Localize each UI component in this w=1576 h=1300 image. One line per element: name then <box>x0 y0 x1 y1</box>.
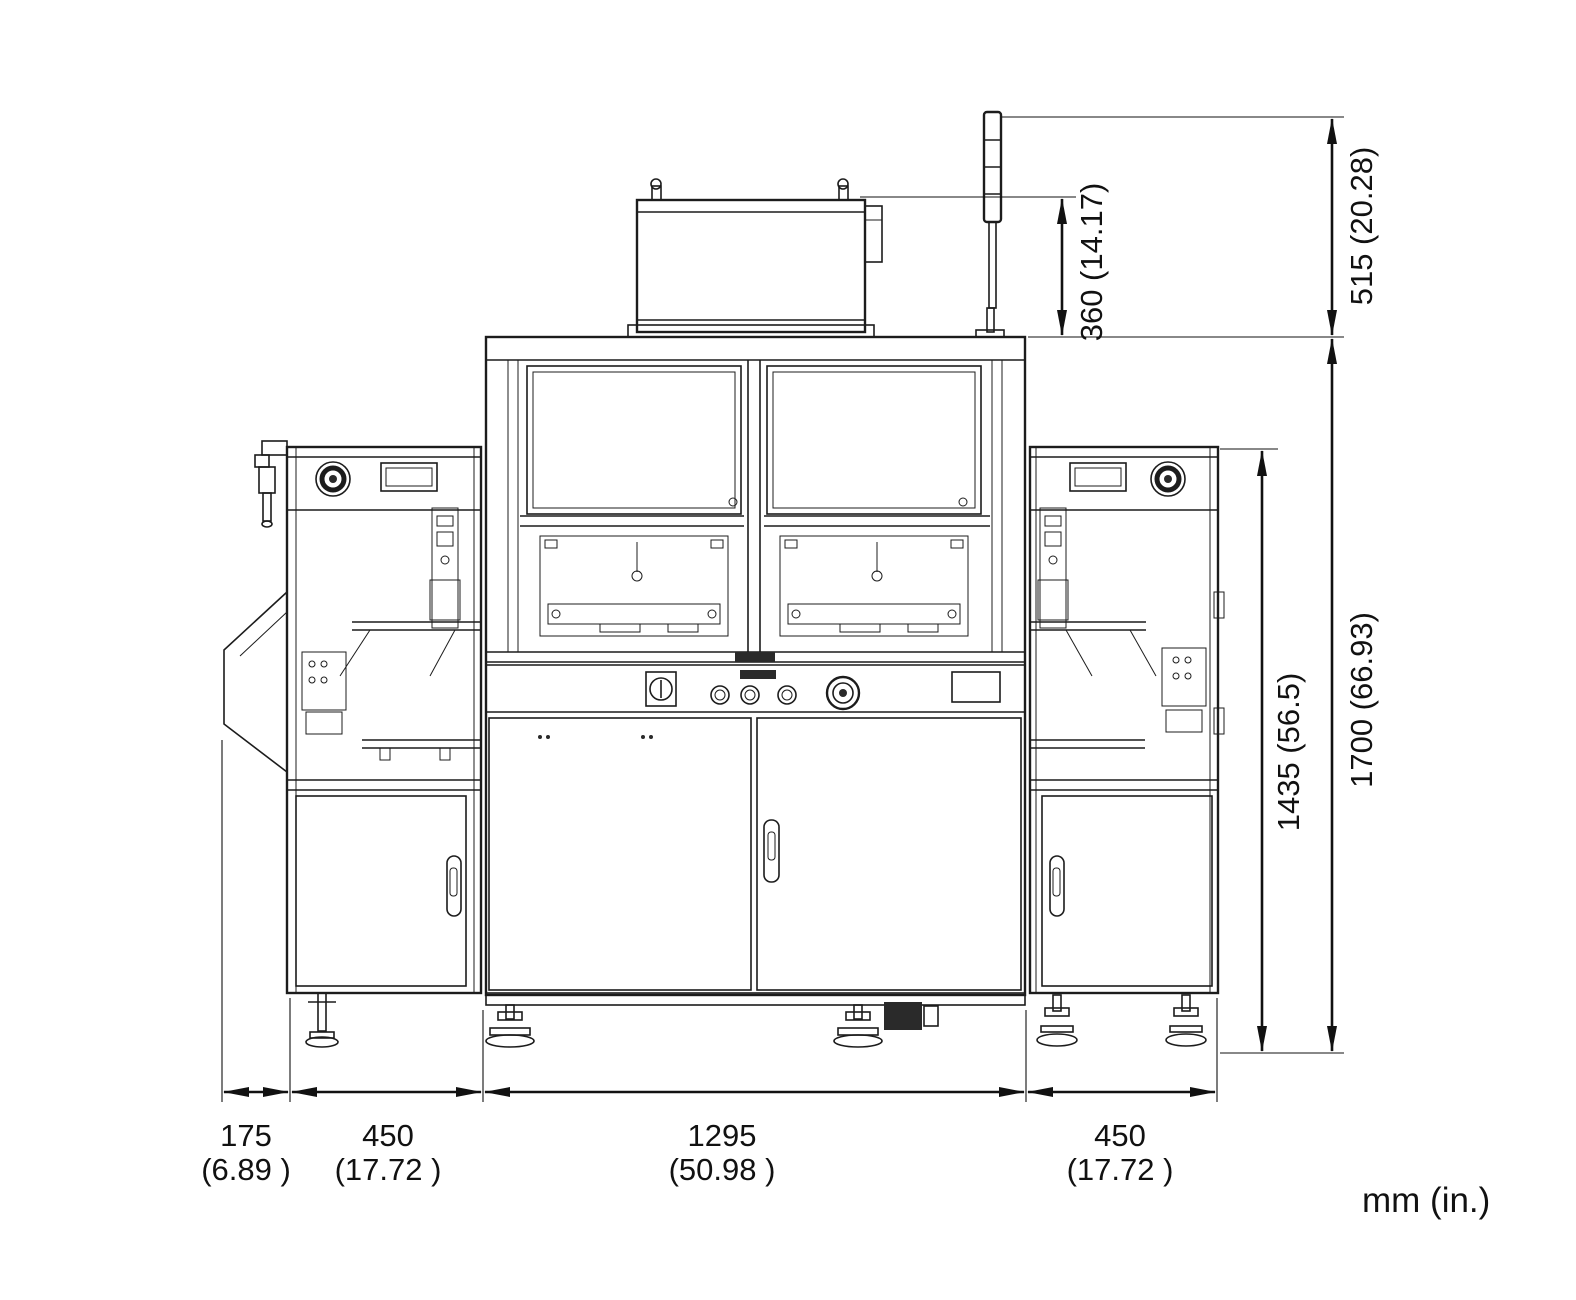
pump-unit <box>884 1002 922 1030</box>
front-doors[interactable] <box>488 717 1022 991</box>
dim-label-175-mm: 175 <box>220 1118 272 1153</box>
dim-label-1700: 1700 (66.93) <box>1344 612 1379 788</box>
dim-label-450-right-in: (17.72 ) <box>1067 1152 1174 1187</box>
dim-label-1435: 1435 (56.5) <box>1271 673 1306 832</box>
machine-base <box>485 992 1026 1048</box>
rotary-knob[interactable] <box>1150 461 1186 497</box>
left-cabinet-handle[interactable] <box>446 855 462 917</box>
top-hood <box>627 178 883 338</box>
dim-label-360: 360 (14.17) <box>1074 183 1109 342</box>
dim-label-515: 515 (20.28) <box>1344 147 1379 306</box>
dim-label-450-left-mm: 450 <box>362 1118 414 1153</box>
right-cabinet-handle[interactable] <box>1049 855 1065 917</box>
main-switch[interactable] <box>645 671 677 707</box>
door-handle[interactable] <box>763 819 780 883</box>
dim-label-175-in: (6.89 ) <box>201 1152 291 1187</box>
signal-tower <box>975 110 1005 338</box>
right-window <box>766 365 982 515</box>
panel-button[interactable] <box>710 685 730 705</box>
panel-button[interactable] <box>740 685 760 705</box>
air-regulator <box>254 440 288 528</box>
emergency-stop-button[interactable] <box>825 675 861 711</box>
left-cabinet-door[interactable] <box>295 795 467 987</box>
left-window <box>526 365 742 515</box>
display-panel <box>1069 462 1127 492</box>
control-panel <box>486 664 1025 713</box>
dim-label-1295-in: (50.98 ) <box>669 1152 776 1187</box>
dimension-annotations: 360 (14.17) 515 (20.28) 1700 (66.93) 143… <box>201 116 1490 1220</box>
rotary-knob[interactable] <box>315 461 351 497</box>
outfeed-chute <box>223 591 288 773</box>
dim-label-450-left-in: (17.72 ) <box>335 1152 442 1187</box>
dim-label-1295-mm: 1295 <box>688 1118 757 1153</box>
left-module <box>223 440 483 1048</box>
units-note: mm (in.) <box>1362 1181 1490 1220</box>
panel-button[interactable] <box>777 685 797 705</box>
center-cabinet <box>484 335 1027 1048</box>
name-plate <box>951 671 1001 703</box>
right-cabinet-door[interactable] <box>1041 795 1213 987</box>
right-module <box>1028 445 1225 1047</box>
display-panel <box>380 462 438 492</box>
dim-label-450-right-mm: 450 <box>1094 1118 1146 1153</box>
